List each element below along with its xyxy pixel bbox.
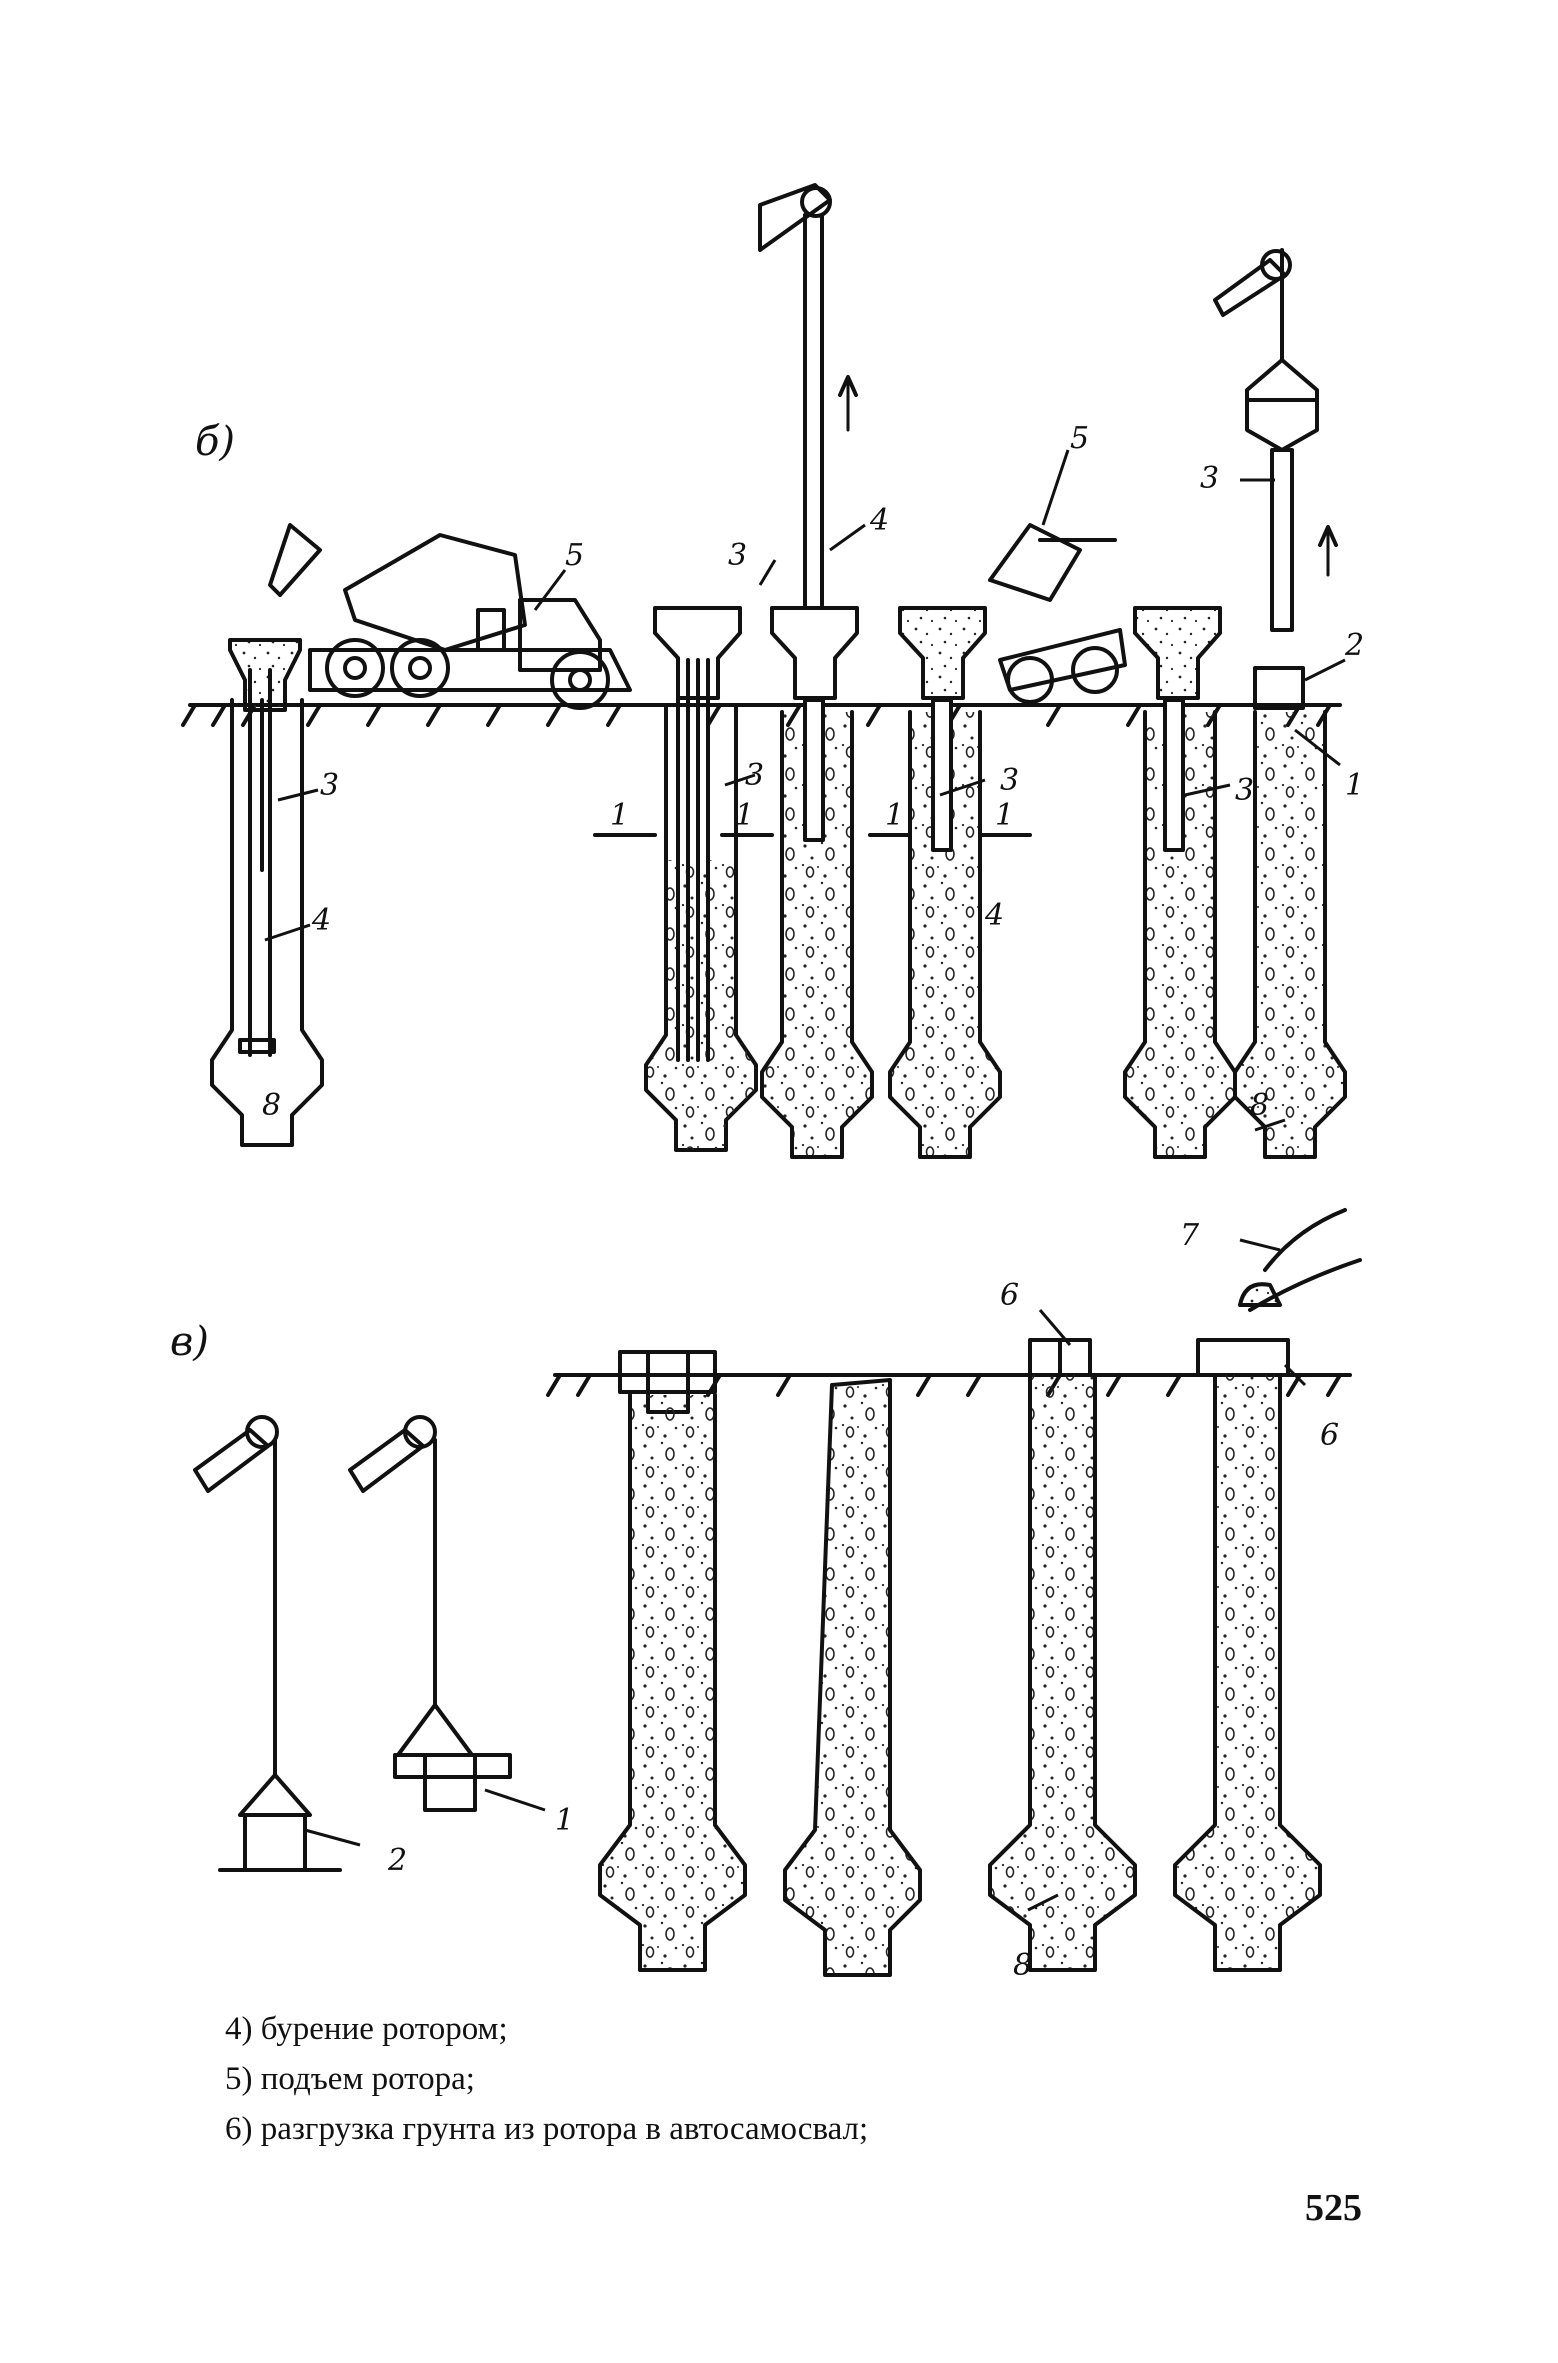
callout-8-left: 8	[262, 1088, 281, 1123]
pile-v3	[988, 1338, 1137, 1972]
caption-line-6: 6) разгрузка грунта из ротора в автосамо…	[225, 2111, 869, 2147]
pile-b2	[644, 606, 758, 1152]
callout-3-pile5: 3	[1235, 773, 1254, 808]
callout-8-pile3: 8	[1013, 1948, 1032, 1983]
callout-2-grab: 2	[387, 1843, 407, 1878]
panel-label-v: в)	[170, 1319, 209, 1365]
callout-4-left: 4	[311, 903, 331, 938]
section-1c: 1	[885, 798, 904, 833]
pile-b6	[1213, 248, 1347, 1159]
pile-b5	[1123, 606, 1237, 1159]
pile-v1	[598, 1350, 747, 1972]
callout-6-pile3: 6	[1000, 1278, 1019, 1313]
callout-leaders	[264, 449, 1346, 1912]
callout-3-pile4: 3	[1000, 763, 1019, 798]
callout-8-pile6: 8	[1250, 1088, 1269, 1123]
callout-6-pile4: 6	[1320, 1418, 1339, 1453]
callout-3-pile3: 3	[745, 758, 764, 793]
pile-b1	[210, 638, 324, 1147]
caption-line-4: 4) бурение ротором;	[225, 2011, 508, 2047]
callout-5-truck2: 5	[1070, 421, 1089, 456]
pile-v4	[1173, 1208, 1362, 1972]
callout-4-rod: 4	[869, 503, 889, 538]
page-number: 525	[1305, 2187, 1362, 2229]
section-1d: 1	[995, 798, 1014, 833]
grab-2	[193, 1415, 342, 1872]
mixer-truck-1	[268, 523, 632, 710]
callout-2-pile6: 2	[1344, 628, 1364, 663]
mixer-truck-2	[988, 523, 1127, 704]
caption-line-5: 5) подъем ротора;	[225, 2061, 475, 2097]
callout-5-truck: 5	[565, 538, 584, 573]
up-arrow-head-b6	[1318, 525, 1338, 547]
callout-3-hopper: 3	[1200, 461, 1219, 496]
panel-label-b: б)	[195, 419, 235, 465]
callout-1-bucket: 1	[555, 1803, 574, 1838]
callout-7-chute: 7	[1180, 1218, 1200, 1253]
figure-caption: 4) бурение ротором; 5) подъем ротора; 6)…	[225, 2004, 868, 2154]
section-1b: 1	[735, 798, 754, 833]
callout-4-pile2: 4	[984, 898, 1004, 933]
callout-3-pile2: 3	[728, 538, 747, 573]
callout-1-pile6: 1	[1345, 768, 1364, 803]
section-1a: 1	[610, 798, 629, 833]
bucket-1	[348, 1415, 512, 1812]
callout-3-left: 3	[320, 768, 339, 803]
pile-b3	[758, 183, 874, 1159]
pile-b4	[888, 606, 1002, 1159]
up-arrow-head-b3	[838, 375, 858, 397]
pile-v2	[783, 1378, 922, 1977]
